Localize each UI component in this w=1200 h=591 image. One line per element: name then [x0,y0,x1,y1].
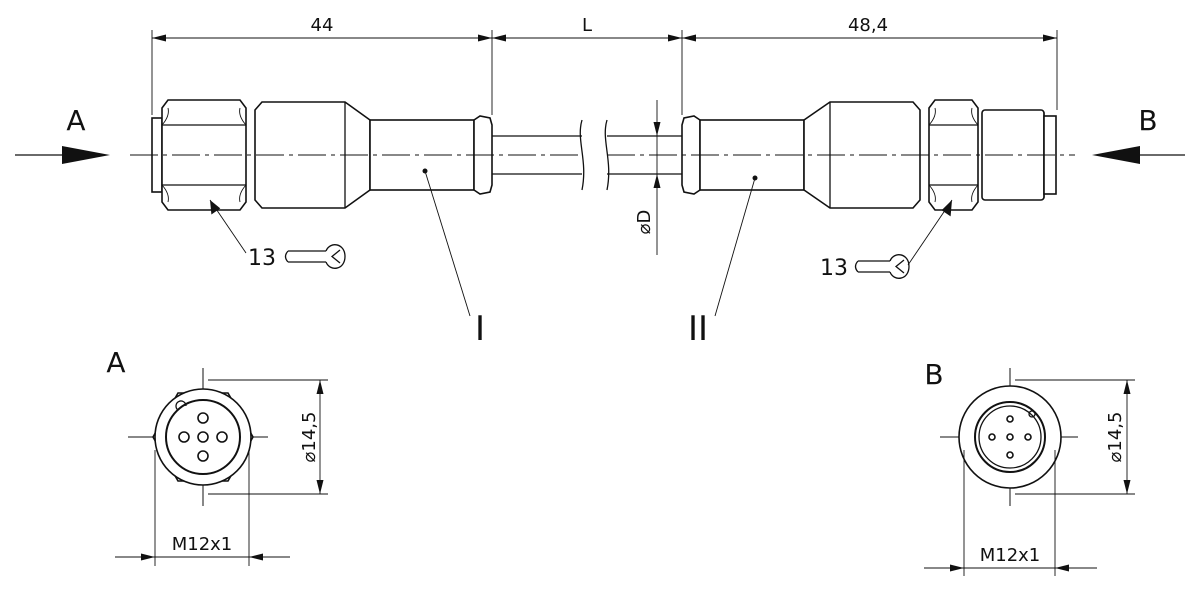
view-arrow-a [15,146,110,164]
front-view-b [924,368,1135,576]
front-view-a [115,368,328,566]
view-a-title: A [106,346,125,379]
view-a-diameter-label: ⌀14,5 [299,412,320,463]
view-arrow-a-label: A [66,104,85,137]
dimension-length-label: L [582,15,592,36]
wrench-size-right-label: 13 [820,256,848,281]
part-one-label: I [475,309,485,349]
wrench-size-left-label: 13 [248,246,276,271]
view-arrow-b [1092,146,1185,164]
wrench-leader-left [209,199,247,254]
view-b-diameter-label: ⌀14,5 [1105,412,1126,463]
part-two-label: II [688,309,708,349]
cable [492,100,682,255]
wrench-icon [284,244,346,269]
leader-part-one [422,168,471,317]
leader-part-two [714,175,758,317]
cable-diameter-label: ⌀D [634,210,655,235]
dimension-right-label: 48,4 [848,15,888,36]
dimension-left-label: 44 [311,15,334,36]
dimension-lines [151,30,1058,115]
view-a-thread-label: M12x1 [172,534,233,555]
view-arrow-b-label: B [1138,104,1157,137]
view-b-thread-label: M12x1 [980,545,1041,566]
view-b-title: B [924,358,943,391]
wrench-leader-right [907,199,953,266]
wrench-icon [854,254,910,279]
